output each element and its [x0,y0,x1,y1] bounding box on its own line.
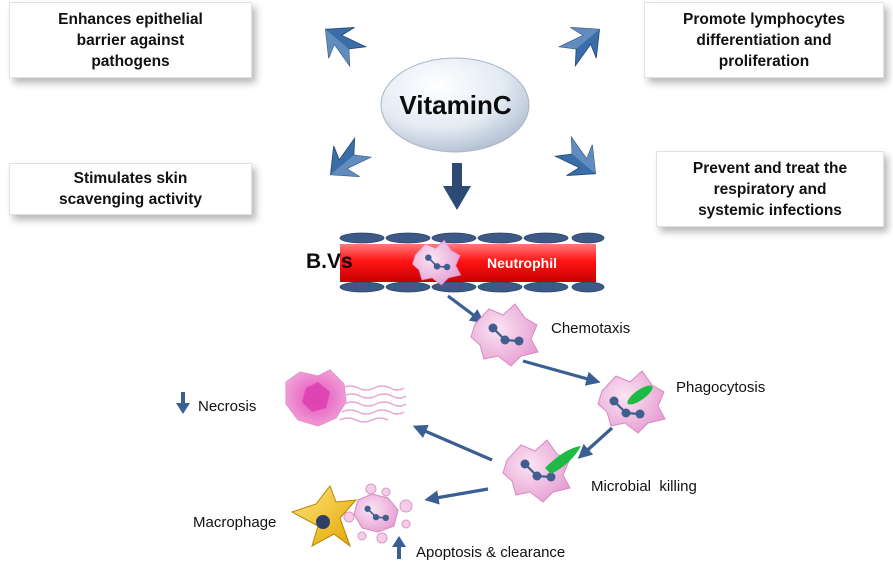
neutrophil-label: Neutrophil [487,255,557,271]
apoptosis-clearance-label: Apoptosis & clearance [416,544,566,561]
box-skin-scavenging: Stimulates skin scavenging activity [9,163,252,215]
bacterium-fragment [545,446,581,474]
apoptotic-bodies [343,483,413,544]
phagocytosis-neutrophil [597,370,666,434]
macrophage-label: Macrophage [193,514,277,531]
box-infections: Prevent and treat the respiratory and sy… [656,151,884,227]
bacterium [627,385,653,405]
arrow-to-phagocytosis [522,359,601,386]
apoptosis-up-arrow [392,536,406,559]
necrosis-label: Necrosis [198,398,257,415]
phagocytosis-label: Phagocytosis [676,379,766,396]
vitamin-c-line2: C [492,90,512,120]
arrow-to-infections [550,131,609,190]
microbial-killing-label: Microbial killing [591,478,697,495]
necrosis-down-arrow [176,392,190,414]
microbial-killing-neutrophil [502,439,581,503]
chemotaxis-label: Chemotaxis [551,320,631,337]
vitamin-c-line1: Vitamin [399,90,493,120]
arrow-to-epithelial [312,13,371,72]
blood-vessel [339,232,605,293]
box-lymphocytes: Promote lymphocytes differentiation and … [644,2,884,78]
necrotic-cell [285,369,407,427]
arrow-to-necrosis [412,424,493,462]
arrow-to-skin [317,132,376,191]
blood-vessels-label: B.Vs [306,250,353,273]
macrophage [290,484,358,548]
vitamin-c-ellipse [380,57,530,153]
box-epithelial-barrier: Enhances epithelial barrier against path… [9,2,252,78]
arrow-to-microbial-killing [577,426,614,459]
arrow-to-chemotaxis [447,294,485,324]
arrow-to-apoptosis [424,487,489,505]
chemotaxis-neutrophil [470,303,539,367]
arrow-to-lymphocytes [554,13,613,72]
down-arrow [443,163,471,210]
